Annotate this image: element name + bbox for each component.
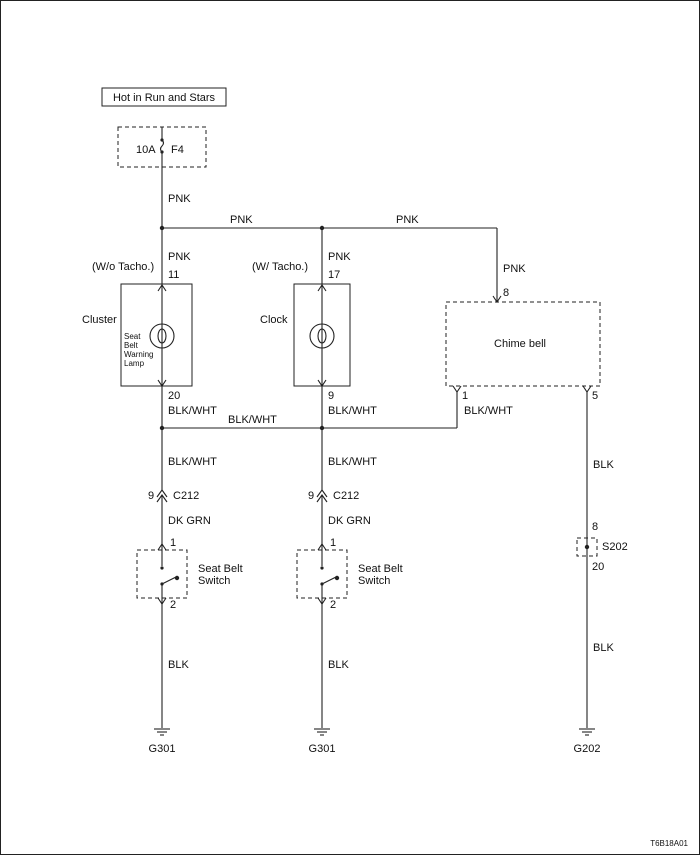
connector-pin: 9 (148, 490, 154, 502)
connector-pin: 9 (308, 490, 314, 502)
wire-label-blk-1: BLK (168, 659, 189, 671)
cluster-pin-out: 20 (168, 390, 180, 402)
wire-label-dkgrn-1: DK GRN (168, 515, 211, 527)
cluster-label: Cluster (82, 314, 117, 326)
switch-pin-top: 1 (170, 537, 176, 549)
connector-name: C212 (333, 490, 359, 502)
splice-dot (159, 225, 165, 231)
connector-name: C212 (173, 490, 199, 502)
seat-belt-switch-left: 1 2 Seat Belt Switch (136, 537, 243, 611)
splice-dot (159, 425, 165, 431)
connector-c212-left: 9 C212 (148, 489, 199, 503)
wire-label-blkwht-1: BLK/WHT (168, 405, 217, 417)
connector-c212-mid: 9 C212 (308, 489, 359, 503)
cluster-module: (W/o Tacho.) 11 Cluster Seat Belt Warnin… (82, 261, 193, 402)
splice-pin-bottom: 20 (592, 561, 604, 573)
ground-icon-right (579, 728, 595, 736)
wire-label-blkwht-4: BLK/WHT (228, 414, 277, 426)
splice-dot (319, 425, 325, 431)
clock-label: Clock (260, 314, 288, 326)
clock-lamp-icon (309, 323, 335, 349)
wire-label-pnk-2: PNK (230, 214, 253, 226)
chime-bell-module: 8 Chime bell 1 5 (445, 287, 601, 402)
wire-label-blk-4: BLK (593, 642, 614, 654)
wire-label-pnk-3: PNK (396, 214, 419, 226)
wire-label-blkwht-6: BLK/WHT (328, 456, 377, 468)
switch-pin-bottom: 2 (330, 599, 336, 611)
cluster-pin-in: 11 (168, 269, 179, 281)
fuse-rating: 10A (136, 144, 156, 156)
lamp-label-3: Warning (124, 350, 154, 359)
ground-icon-mid (314, 728, 330, 736)
wire-label-blkwht-5: BLK/WHT (168, 456, 217, 468)
switch-label-2: Switch (198, 575, 230, 587)
clock-variant: (W/ Tacho.) (252, 261, 308, 273)
seat-belt-switch-mid: 1 2 Seat Belt Switch (296, 537, 403, 611)
figure-code: T6B18A01 (650, 839, 688, 848)
splice-pin-top: 8 (592, 521, 598, 533)
power-source-label: Hot in Run and Stars (113, 92, 216, 104)
ground-label-right: G202 (574, 743, 601, 755)
wire-label-blkwht-2: BLK/WHT (328, 405, 377, 417)
fuse-name: F4 (171, 144, 184, 156)
chime-pin-out2: 5 (592, 390, 598, 402)
wire-label-pnk-4: PNK (168, 251, 191, 263)
lamp-label-2: Belt (124, 341, 139, 350)
lamp-label-1: Seat (124, 332, 141, 341)
ground-label-left: G301 (149, 743, 176, 755)
power-source-box: Hot in Run and Stars (101, 87, 227, 107)
switch-label-2: Switch (358, 575, 390, 587)
wire-label-blkwht-3: BLK/WHT (464, 405, 513, 417)
clock-module: (W/ Tacho.) 17 Clock 9 (252, 261, 351, 402)
wire-label-pnk-1: PNK (168, 193, 191, 205)
switch-label-1: Seat Belt (198, 563, 243, 575)
splice-s202: 8 S202 20 (576, 521, 628, 573)
lamp-icon (149, 323, 175, 349)
wire-label-dkgrn-2: DK GRN (328, 515, 371, 527)
chime-pin-in: 8 (503, 287, 509, 299)
ground-icon-left (154, 728, 170, 736)
cluster-variant: (W/o Tacho.) (92, 261, 154, 273)
chime-pin-out1: 1 (462, 390, 468, 402)
fuse-f4: 10A F4 (117, 126, 207, 168)
splice-name: S202 (602, 541, 628, 553)
ground-label-mid: G301 (309, 743, 336, 755)
wire-label-blk-3: BLK (593, 459, 614, 471)
switch-pin-bottom: 2 (170, 599, 176, 611)
wire-label-blk-2: BLK (328, 659, 349, 671)
wire-label-pnk-6: PNK (503, 263, 526, 275)
clock-pin-out: 9 (328, 390, 334, 402)
switch-label-1: Seat Belt (358, 563, 403, 575)
clock-pin-in: 17 (328, 269, 340, 281)
chime-label: Chime bell (494, 338, 546, 350)
lamp-label-4: Lamp (124, 359, 145, 368)
wire-label-pnk-5: PNK (328, 251, 351, 263)
switch-pin-top: 1 (330, 537, 336, 549)
